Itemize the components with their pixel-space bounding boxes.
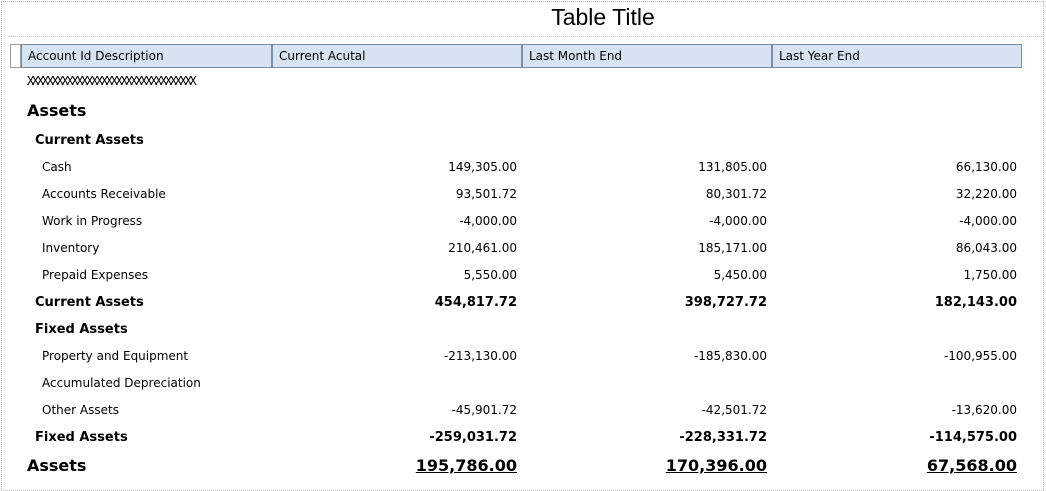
subtotal-row-current-assets: Current Assets 454,817.72 398,727.72 182…: [0, 289, 1046, 316]
row-label: Fixed Assets: [35, 322, 128, 337]
row-label: Inventory: [42, 241, 100, 255]
last-month-end-value: -4,000.00: [709, 214, 767, 228]
column-header-last-month-end[interactable]: Last Month End: [522, 44, 772, 68]
current-actual-value: 195,786.00: [415, 456, 517, 475]
table-row: Prepaid Expenses 5,550.00 5,450.00 1,750…: [0, 262, 1046, 289]
last-year-end-value: -13,620.00: [951, 403, 1017, 417]
current-actual-value: 149,305.00: [448, 160, 517, 174]
row-label: Other Assets: [42, 403, 119, 417]
row-label: Fixed Assets: [35, 430, 128, 445]
current-actual-value: 210,461.00: [448, 241, 517, 255]
row-label: Current Assets: [35, 295, 144, 310]
group-heading-current-assets: Current Assets: [0, 127, 1046, 154]
last-year-end-value: -114,575.00: [929, 430, 1017, 445]
last-year-end-value: 32,220.00: [955, 187, 1017, 201]
current-actual-value: -213,130.00: [443, 349, 517, 363]
column-header-row: Account Id Description Current Acutal La…: [10, 44, 1022, 68]
table-row: Accumulated Depreciation: [0, 370, 1046, 397]
row-label: Accounts Receivable: [42, 187, 166, 201]
current-actual-value: -45,901.72: [451, 403, 517, 417]
last-month-end-value: 131,805.00: [698, 160, 767, 174]
row-label: Accumulated Depreciation: [42, 376, 201, 390]
last-year-end-value: -4,000.00: [959, 214, 1017, 228]
last-month-end-value: 170,396.00: [665, 456, 767, 475]
last-month-end-value: 5,450.00: [713, 268, 767, 282]
current-actual-value: -259,031.72: [429, 430, 517, 445]
row-label: Cash: [42, 160, 72, 174]
column-header-account[interactable]: Account Id Description: [21, 44, 272, 68]
column-header-last-year-end[interactable]: Last Year End: [772, 44, 1022, 68]
placeholder-text: XXXXXXXXXXXXXXXXXXXXXXXXXXXXXXXXXX: [27, 74, 197, 88]
last-year-end-value: 1,750.00: [963, 268, 1017, 282]
row-label: Prepaid Expenses: [42, 268, 148, 282]
total-row-assets: Assets 195,786.00 170,396.00 67,568.00: [0, 452, 1046, 479]
last-month-end-value: -185,830.00: [693, 349, 767, 363]
table-row: Inventory 210,461.00 185,171.00 86,043.0…: [0, 235, 1046, 262]
last-year-end-value: 182,143.00: [934, 295, 1017, 310]
table-row: Cash 149,305.00 131,805.00 66,130.00: [0, 154, 1046, 181]
column-header-current-actual[interactable]: Current Acutal: [272, 44, 522, 68]
row-label: Assets: [27, 456, 87, 475]
last-month-end-value: 185,171.00: [698, 241, 767, 255]
table-row: Other Assets -45,901.72 -42,501.72 -13,6…: [0, 397, 1046, 424]
subtotal-row-fixed-assets: Fixed Assets -259,031.72 -228,331.72 -11…: [0, 424, 1046, 451]
header-separator: [8, 36, 1044, 38]
current-actual-value: 93,501.72: [455, 187, 517, 201]
row-label: Current Assets: [35, 133, 144, 148]
table-row: Accounts Receivable 93,501.72 80,301.72 …: [0, 181, 1046, 208]
current-actual-value: 5,550.00: [463, 268, 517, 282]
last-month-end-value: 398,727.72: [684, 295, 767, 310]
group-heading-fixed-assets: Fixed Assets: [0, 316, 1046, 343]
last-month-end-value: -228,331.72: [679, 430, 767, 445]
section-heading-assets: Assets: [0, 97, 1046, 124]
report-title: Table Title: [551, 4, 655, 30]
current-actual-value: -4,000.00: [459, 214, 517, 228]
last-month-end-value: -42,501.72: [701, 403, 767, 417]
current-actual-value: 454,817.72: [434, 295, 517, 310]
row-label: Work in Progress: [42, 214, 143, 228]
row-label: Property and Equipment: [42, 349, 189, 363]
row-selector[interactable]: [10, 44, 21, 68]
last-year-end-value: 67,568.00: [926, 456, 1017, 475]
last-year-end-value: -100,955.00: [943, 349, 1017, 363]
last-year-end-value: 86,043.00: [955, 241, 1017, 255]
table-row: Work in Progress -4,000.00 -4,000.00 -4,…: [0, 208, 1046, 235]
table-row: Property and Equipment -213,130.00 -185,…: [0, 343, 1046, 370]
last-month-end-value: 80,301.72: [705, 187, 767, 201]
last-year-end-value: 66,130.00: [955, 160, 1017, 174]
row-label: Assets: [27, 101, 87, 120]
